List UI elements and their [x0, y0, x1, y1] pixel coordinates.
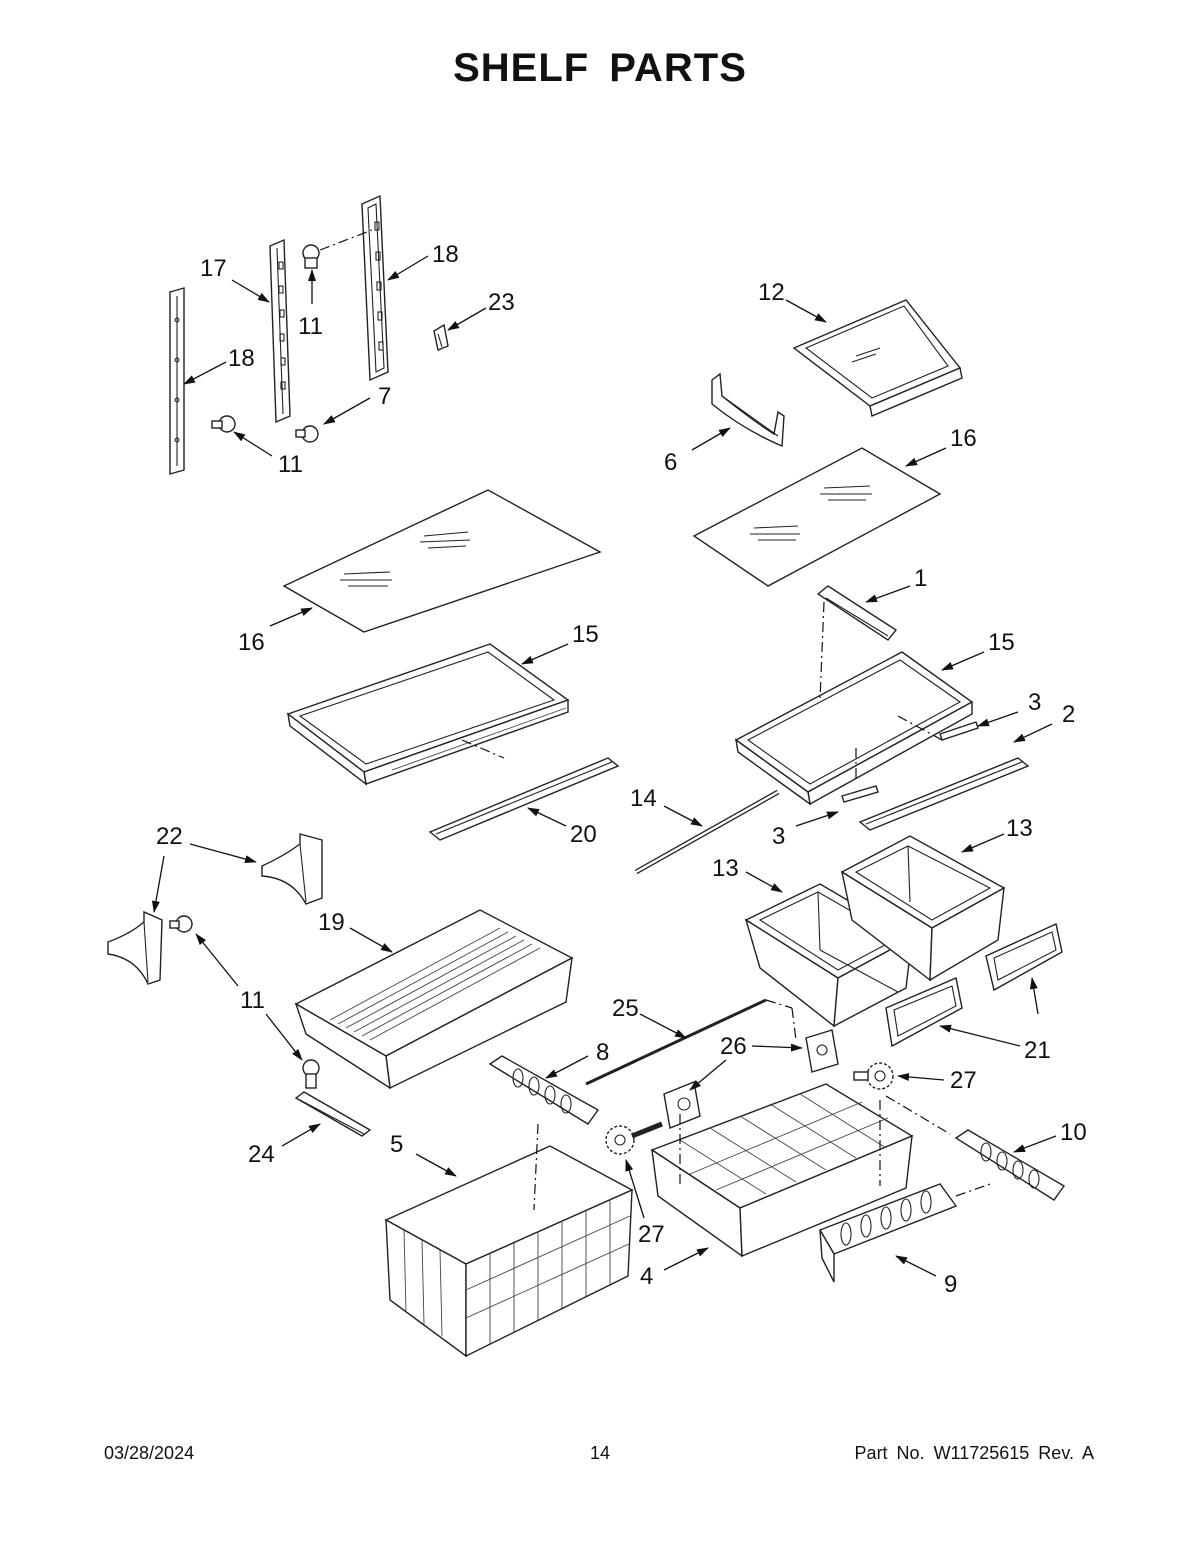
trim-strip-20 — [428, 757, 620, 841]
rod-25 — [585, 998, 767, 1086]
callout-5: 5 — [390, 1131, 403, 1158]
callout-16: 16 — [238, 629, 265, 656]
front-panel-9 — [818, 1183, 958, 1283]
rail-left-18 — [169, 287, 185, 475]
callout-8: 8 — [596, 1039, 609, 1066]
callout-1: 1 — [914, 565, 927, 592]
bracket-6 — [711, 372, 785, 448]
callout-3: 3 — [1028, 689, 1041, 716]
callout-10: 10 — [1060, 1119, 1087, 1146]
callout-20: 20 — [570, 821, 597, 848]
screw-upper-11 — [302, 244, 320, 269]
bin-cover-21-right — [985, 923, 1063, 992]
leader-lines — [151, 255, 1057, 1277]
callout-6: 6 — [664, 449, 677, 476]
rail-center-17 — [269, 238, 291, 424]
screw-11-lower — [302, 1059, 320, 1089]
callout-9: 9 — [944, 1271, 957, 1298]
callout-3: 3 — [772, 823, 785, 850]
wire-basket-5 — [384, 1145, 634, 1358]
screw-11-mid — [169, 915, 193, 933]
bracket-26-right — [805, 1029, 839, 1073]
callout-2: 2 — [1062, 701, 1075, 728]
divider-panel-8 — [488, 1055, 600, 1125]
bin-cover-21-left — [885, 977, 963, 1048]
clip-3-lower — [841, 785, 879, 803]
callout-11: 11 — [240, 987, 265, 1014]
support-bracket-22-lower — [107, 910, 163, 985]
callout-26: 26 — [720, 1033, 747, 1060]
glass-shelf-left-16 — [282, 489, 602, 633]
callout-7: 7 — [378, 383, 391, 410]
callout-12: 12 — [758, 279, 785, 306]
rail-right-18 — [361, 194, 389, 382]
callout-18: 18 — [432, 241, 459, 268]
callout-14: 14 — [630, 785, 657, 812]
glass-shelf-right-16 — [692, 447, 942, 587]
callout-22: 22 — [156, 823, 183, 850]
deli-drawer-12 — [792, 299, 963, 417]
gear-27-right — [853, 1062, 894, 1090]
gear-27-left — [605, 1121, 663, 1155]
divider-panel-10 — [954, 1129, 1066, 1201]
crisper-bin-left-13 — [744, 883, 914, 1028]
callout-numbers: 17 11 18 23 18 7 11 12 6 16 16 1 15 15 3… — [156, 241, 1087, 1298]
clip-3-upper — [939, 721, 979, 741]
callout-17: 17 — [200, 255, 227, 282]
callout-15: 15 — [988, 629, 1015, 656]
callout-4: 4 — [640, 1263, 653, 1290]
callout-21: 21 — [1024, 1037, 1051, 1064]
screw-lower-left-11 — [211, 415, 236, 433]
rod-14 — [634, 789, 780, 875]
freezer-tray-19 — [294, 909, 574, 1090]
footer-date: 03/28/2024 — [104, 1443, 195, 1463]
callout-27: 27 — [950, 1067, 977, 1094]
shelf-bracket-1 — [816, 585, 898, 641]
trim-strip-2 — [858, 757, 1030, 831]
callout-15: 15 — [572, 621, 599, 648]
bracket-26-left — [663, 1081, 701, 1129]
callout-27: 27 — [638, 1221, 665, 1248]
shelf-frame-right-15 — [734, 651, 974, 806]
wire-basket-4 — [650, 1083, 914, 1258]
crisper-bin-right-13 — [840, 835, 1006, 982]
callout-25: 25 — [612, 995, 639, 1022]
mount-plate-24 — [294, 1091, 372, 1137]
callout-13: 13 — [1006, 815, 1033, 842]
footer-part-number: Part No. W11725615 Rev. A — [854, 1443, 1094, 1463]
shelf-frame-left-15 — [286, 643, 570, 786]
callout-18: 18 — [228, 345, 255, 372]
footer-page-number: 14 — [589, 1443, 611, 1463]
callout-16: 16 — [950, 425, 977, 452]
clip-23 — [433, 323, 449, 351]
screw-lower-center-7 — [295, 425, 319, 443]
support-bracket-22-upper — [261, 833, 323, 905]
callout-23: 23 — [488, 289, 515, 316]
callout-13: 13 — [712, 855, 739, 882]
callout-19: 19 — [318, 909, 345, 936]
callout-24: 24 — [248, 1141, 275, 1168]
callout-11: 11 — [278, 451, 303, 478]
page-title: SHELF PARTS — [453, 46, 747, 90]
callout-11: 11 — [298, 313, 323, 340]
